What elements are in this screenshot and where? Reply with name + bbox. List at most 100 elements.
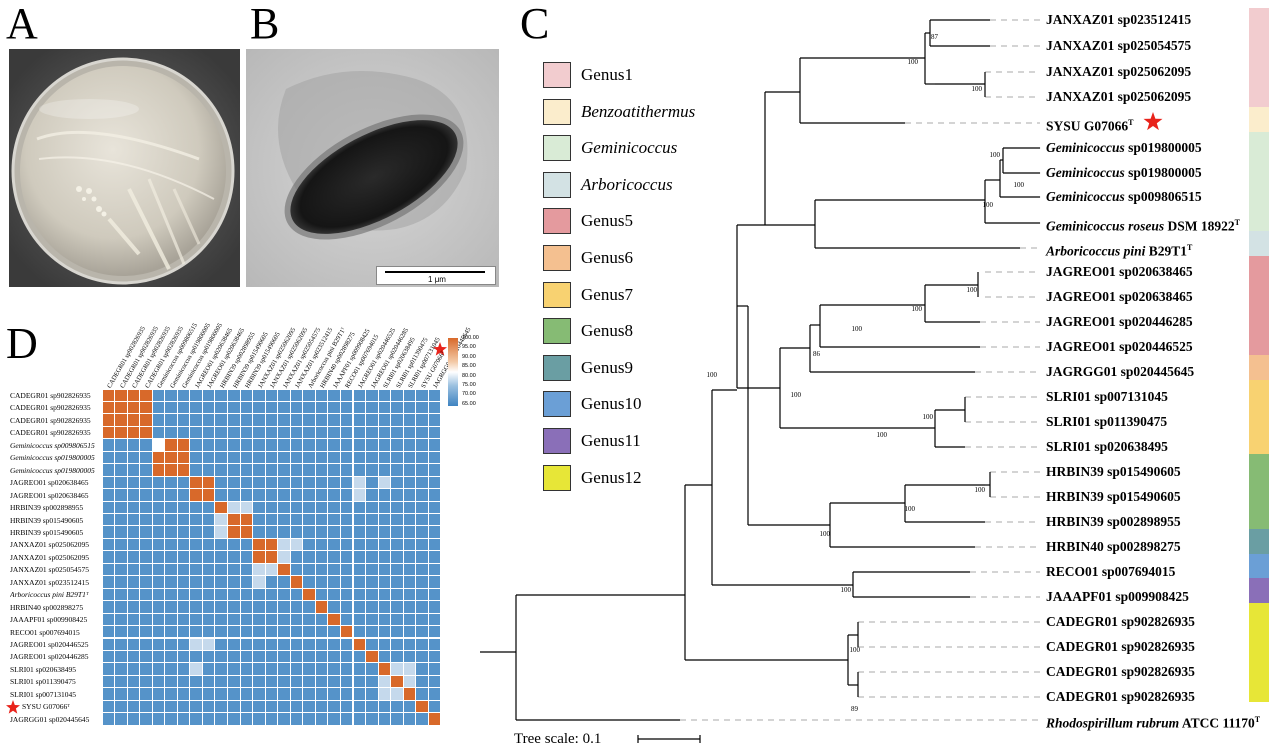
heatmap-cell — [190, 576, 202, 588]
heatmap-cell — [228, 489, 240, 501]
heatmap-cell — [152, 526, 165, 538]
heatmap-cell — [177, 675, 190, 688]
legend-swatch — [543, 318, 571, 345]
heatmap-cell — [278, 563, 290, 576]
heatmap-cell — [366, 501, 378, 513]
genus-strip-segment — [1249, 8, 1269, 108]
heatmap-cell — [202, 401, 215, 414]
heatmap-cell — [290, 563, 303, 576]
heatmap-cell — [228, 414, 240, 426]
heatmap-cell — [303, 439, 315, 451]
heatmap-cell — [290, 464, 303, 476]
heatmap-cell — [428, 439, 441, 451]
heatmap-cell — [127, 414, 140, 426]
colorbar-tick-label: 70.00 — [462, 391, 476, 398]
genus-strip-segment — [1249, 231, 1269, 256]
heatmap-cell — [353, 650, 366, 663]
heatmap-row-label: HRBIN40 sp002898275 — [10, 602, 84, 612]
heatmap-cell — [340, 675, 353, 688]
heatmap-cell — [428, 576, 441, 588]
heatmap-cell — [115, 563, 127, 576]
heatmap-cell — [290, 588, 303, 601]
heatmap-cell — [140, 526, 152, 538]
heatmap-cell — [165, 688, 177, 700]
heatmap-cell — [152, 626, 165, 638]
heatmap-cell — [328, 514, 340, 526]
heatmap-cell — [115, 538, 127, 551]
heatmap-cell — [165, 626, 177, 638]
heatmap-cell — [328, 601, 340, 613]
heatmap-cell — [102, 675, 115, 688]
colorbar-tick-label: 65.00 — [462, 400, 476, 407]
heatmap-cell — [366, 414, 378, 426]
heatmap-cell — [328, 451, 340, 464]
heatmap-cell — [190, 538, 202, 551]
heatmap-cell — [391, 626, 403, 638]
heatmap-cell — [165, 563, 177, 576]
heatmap-cell — [403, 576, 416, 588]
heatmap-cell — [253, 401, 265, 414]
heatmap-cell — [403, 713, 416, 725]
heatmap-cell — [428, 514, 441, 526]
colorbar-tick-label: 75.00 — [462, 382, 476, 388]
legend-swatch — [543, 171, 571, 198]
heatmap-cell — [353, 613, 366, 626]
heatmap-cell — [290, 526, 303, 538]
heatmap-cell — [140, 626, 152, 638]
heatmap-cell — [378, 451, 391, 464]
heatmap-cell — [165, 663, 177, 675]
heatmap-cell — [278, 551, 290, 563]
heatmap-cell — [315, 588, 328, 601]
heatmap-cell — [228, 626, 240, 638]
heatmap-cell — [416, 700, 428, 713]
bootstrap-value: 100 — [975, 486, 986, 494]
heatmap-cell — [403, 638, 416, 650]
heatmap-cell — [253, 389, 265, 401]
heatmap-cell — [190, 464, 202, 476]
heatmap-cell — [403, 551, 416, 563]
heatmap-cell — [290, 489, 303, 501]
heatmap-cell — [340, 551, 353, 563]
heatmap-colorbar — [448, 338, 458, 406]
heatmap-cell — [328, 626, 340, 638]
heatmap-cell — [303, 688, 315, 700]
bootstrap-value: 100 — [972, 85, 983, 93]
heatmap-cell — [403, 700, 416, 713]
heatmap-cell — [340, 489, 353, 501]
heatmap-cell — [378, 563, 391, 576]
heatmap-cell — [328, 638, 340, 650]
heatmap-cell — [177, 650, 190, 663]
heatmap-cell — [391, 700, 403, 713]
heatmap-cell — [353, 526, 366, 538]
heatmap-cell — [202, 501, 215, 513]
heatmap-cell — [102, 626, 115, 638]
heatmap-cell — [115, 688, 127, 700]
genus-strip-segment — [1249, 132, 1269, 232]
heatmap-cell — [328, 489, 340, 501]
heatmap-cell — [340, 626, 353, 638]
tree-leaf-label: Geminicoccus roseus DSM 18922T — [1046, 218, 1240, 234]
heatmap-cell — [240, 663, 253, 675]
heatmap-cell — [190, 451, 202, 464]
heatmap-cell — [278, 700, 290, 713]
heatmap-cell — [127, 514, 140, 526]
star-icon — [6, 700, 20, 714]
genus-strip-segment — [1249, 380, 1269, 455]
heatmap-cell — [416, 688, 428, 700]
heatmap-cell — [228, 576, 240, 588]
heatmap-row-label: SYSU G07066ᵀ — [22, 702, 70, 712]
heatmap-cell — [127, 675, 140, 688]
heatmap-cell — [115, 551, 127, 563]
heatmap-cell — [140, 476, 152, 489]
heatmap-cell — [303, 526, 315, 538]
genus-strip-segment — [1249, 528, 1269, 554]
heatmap-cell — [378, 551, 391, 563]
heatmap-cell — [366, 576, 378, 588]
heatmap-cell — [315, 576, 328, 588]
heatmap-cell — [391, 675, 403, 688]
heatmap-cell — [328, 476, 340, 489]
heatmap-cell — [290, 601, 303, 613]
heatmap-cell — [240, 626, 253, 638]
heatmap-cell — [202, 700, 215, 713]
legend-item: Benzoatithermus — [543, 98, 723, 129]
